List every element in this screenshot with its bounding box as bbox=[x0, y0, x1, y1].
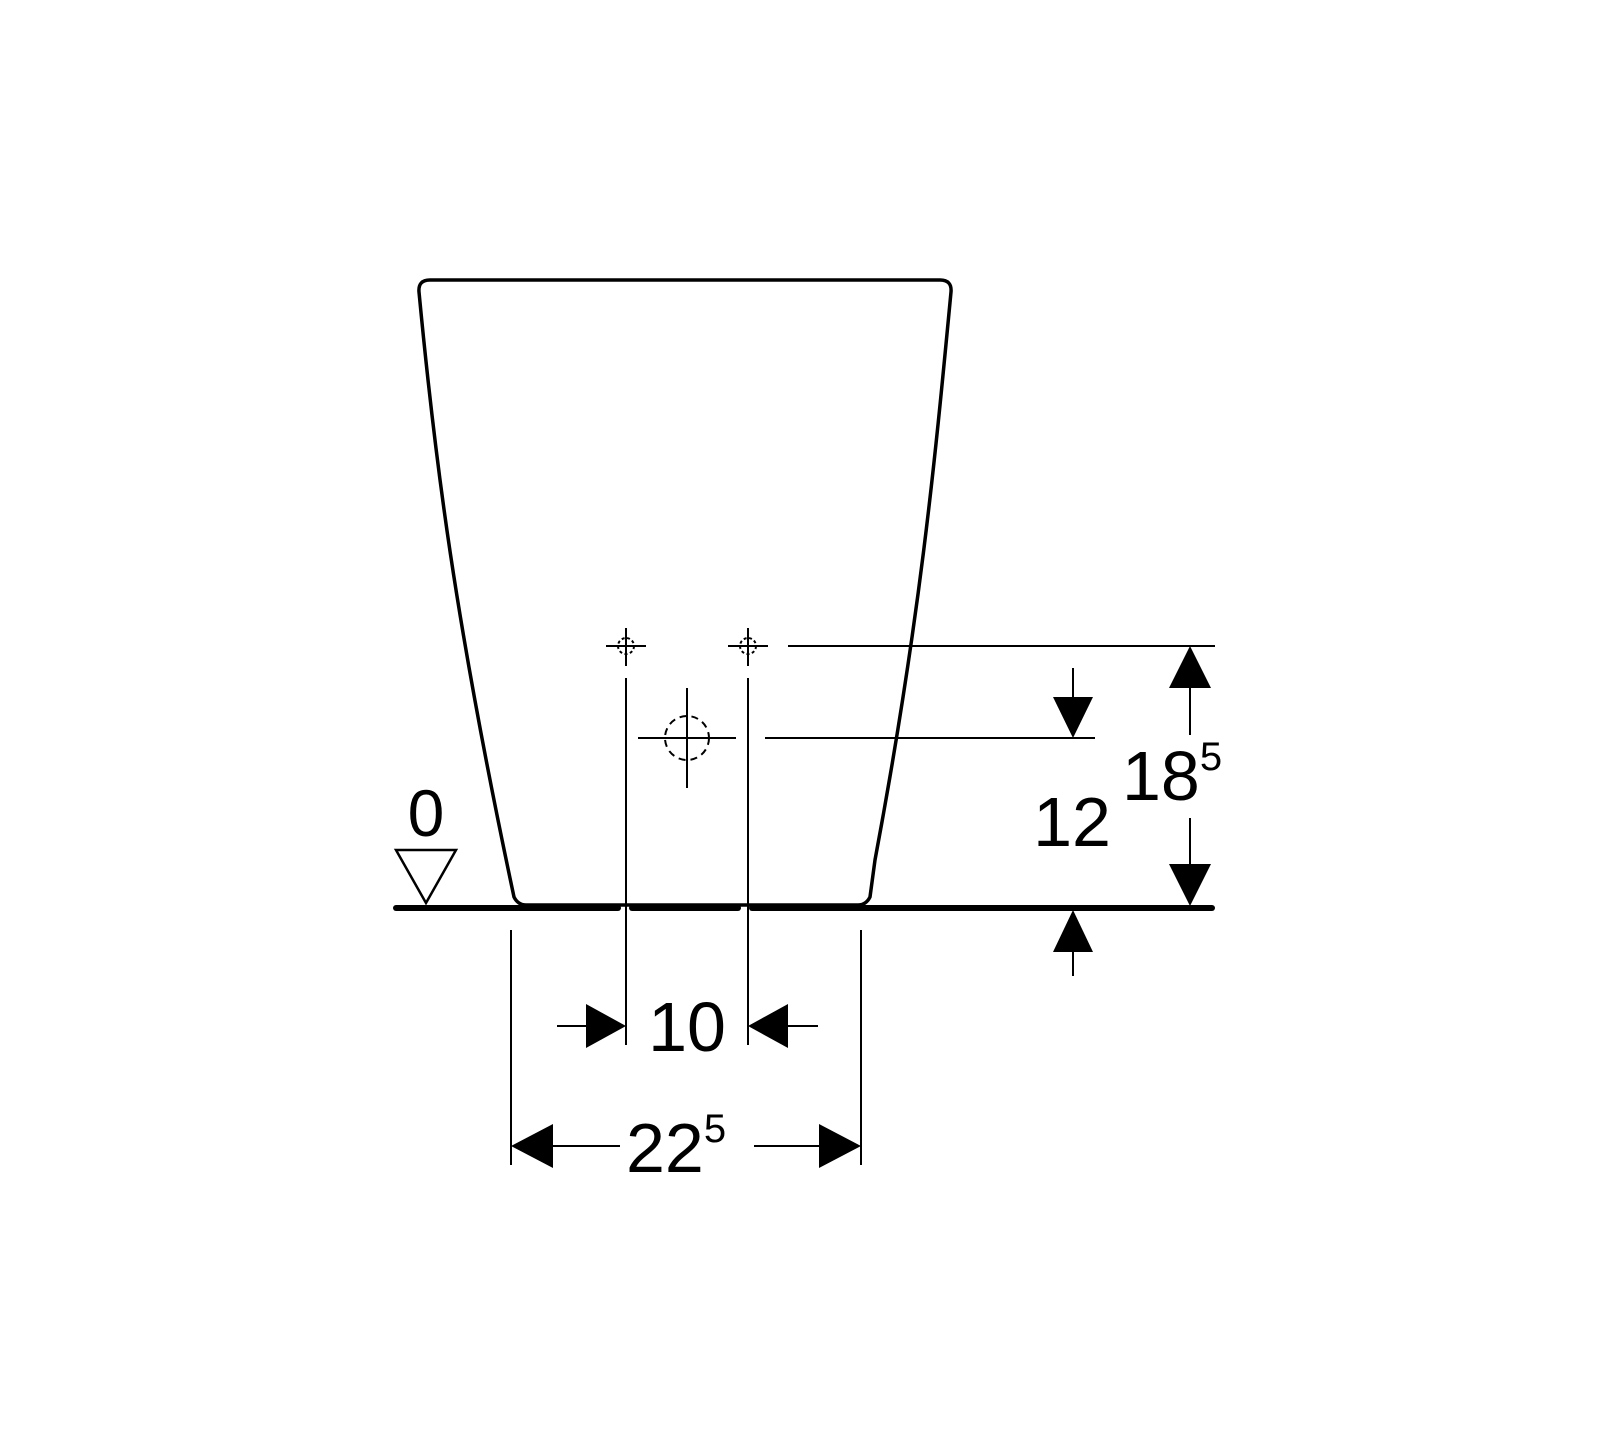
floor-level-triangle-icon bbox=[393, 848, 459, 906]
connection-crosshair-left bbox=[606, 628, 646, 666]
dimension-arrow-icon bbox=[1169, 646, 1211, 688]
overall-width-label: 225 bbox=[626, 1107, 726, 1187]
drain-crosshair-icon bbox=[638, 688, 736, 788]
width-extension-lines bbox=[510, 930, 862, 1165]
dimension-arrow-icon bbox=[1053, 697, 1093, 738]
floor-level-label: 0 bbox=[408, 776, 445, 850]
drain-height-label: 12 bbox=[1033, 783, 1111, 861]
connection-spacing-label: 10 bbox=[648, 988, 726, 1066]
dimension-connection-spacing: 10 bbox=[557, 988, 818, 1066]
connection-extension-lines bbox=[625, 678, 749, 1045]
connection-crosshair-right bbox=[728, 628, 768, 666]
dimension-drain-height: 12 bbox=[1033, 668, 1111, 976]
dimension-arrow-icon bbox=[586, 1004, 626, 1048]
dimension-arrow-icon bbox=[1053, 910, 1093, 952]
dimension-arrow-icon bbox=[748, 1004, 788, 1048]
dimension-arrow-icon bbox=[1169, 864, 1211, 906]
fixture-outline bbox=[417, 278, 953, 907]
dimension-connection-height: 185 bbox=[1122, 646, 1222, 906]
dimension-arrow-icon bbox=[819, 1124, 861, 1168]
dimension-overall-width: 225 bbox=[511, 1107, 861, 1187]
connection-height-label: 185 bbox=[1122, 735, 1222, 815]
dimension-arrow-icon bbox=[511, 1124, 553, 1168]
floor-level-marker: 0 bbox=[393, 776, 459, 906]
height-reference-lines bbox=[765, 645, 1215, 739]
